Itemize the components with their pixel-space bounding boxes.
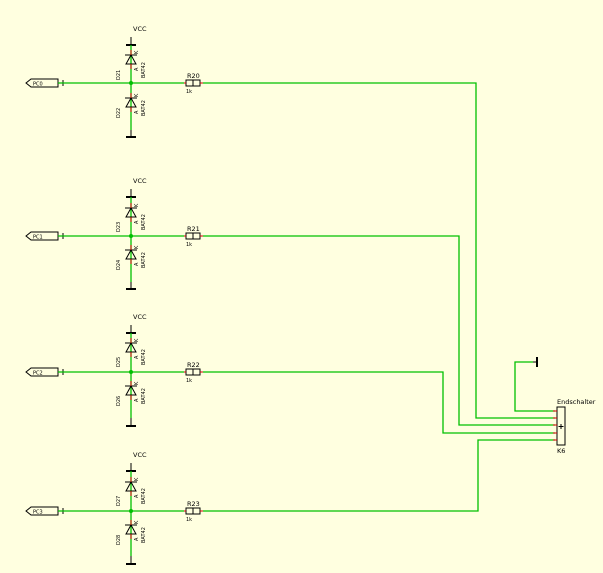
diode-top-type: BAT42 [141,349,147,365]
diode-top-pin-k: K [134,203,140,207]
diode-bottom-type: BAT42 [141,252,147,268]
diode-bottom-ref: D22 [116,108,122,118]
resistor[interactable]: R20 1k [184,72,203,95]
resistor-ref: R22 [187,361,200,369]
port-label: PC1 [33,235,43,241]
diode-bottom[interactable]: D26 BAT42 K A [116,381,147,406]
resistor-ref: R21 [187,225,200,233]
diode-top[interactable]: D23 BAT42 K A [116,203,147,232]
resistor[interactable]: R23 1k [184,500,203,523]
stage-pc3: VCC D27 BAT42 K A D28 BAT42 K A [25,439,555,565]
diode-top[interactable]: D25 BAT42 K A [116,338,147,367]
diode-bottom-pin-a: A [134,537,140,541]
resistor[interactable]: R22 1k [184,361,203,384]
diode-bottom-pin-k: K [134,93,140,97]
stage-pc1: VCC D23 BAT42 K A D24 BAT42 K A [25,177,555,426]
diode-top-pin-a: A [134,355,140,359]
diode-bottom-ref: D26 [116,396,122,406]
diode-bottom-pin-a: A [134,110,140,114]
diode-top-pin-k: K [134,338,140,342]
diode-bottom-pin-a: A [134,262,140,266]
diode-top-type: BAT42 [141,488,147,504]
port-pc3[interactable]: PC3 [25,506,64,516]
port-pc2[interactable]: PC2 [25,367,64,377]
net-to-connector [203,439,555,512]
stage-pc0: VCC D21 BAT42 K A D22 BAT42 K A [25,25,555,419]
diode-top-type: BAT42 [141,62,147,78]
port-pc0[interactable]: PC0 [25,78,64,88]
diode-top-pin-a: A [134,220,140,224]
net-to-connector [203,82,555,419]
resistor-ref: R20 [187,72,200,80]
port-label: PC0 [33,82,43,88]
resistor-value: 1k [186,242,192,248]
diode-top[interactable]: D21 BAT42 K A [116,50,147,80]
diode-top[interactable]: D27 BAT42 K A [116,477,147,506]
port-label: PC2 [33,371,43,377]
diode-bottom-pin-k: K [134,520,140,524]
connector-ref: K6 [557,447,565,455]
diode-top-ref: D25 [116,357,122,367]
diode-bottom-type: BAT42 [141,388,147,404]
resistor[interactable]: R21 1k [184,225,203,248]
diode-bottom-pin-k: K [134,381,140,385]
diode-top-type: BAT42 [141,214,147,230]
diode-bottom[interactable]: D28 BAT42 K A [116,520,147,545]
port-label: PC3 [33,510,43,516]
diode-top-pin-a: A [134,67,140,71]
resistor-value: 1k [186,517,192,523]
vcc-label: VCC [133,451,147,459]
diode-bottom-pin-a: A [134,398,140,402]
resistor-ref: R23 [187,500,200,508]
net-to-connector [203,235,555,426]
resistor-value: 1k [186,378,192,384]
diode-bottom-type: BAT42 [141,100,147,116]
connector-k6[interactable]: Endschalter K6 [514,357,596,455]
resistor-value: 1k [186,89,192,95]
connector-body [556,406,566,446]
vcc-label: VCC [133,25,147,33]
vcc-label: VCC [133,313,147,321]
diode-bottom[interactable]: D24 BAT42 K A [116,245,147,270]
diode-top-pin-k: K [134,477,140,481]
net-to-connector [203,371,555,434]
diode-bottom-ref: D24 [116,260,122,270]
diode-bottom-ref: D28 [116,535,122,545]
diode-top-pin-k: K [134,50,140,54]
diode-bottom-pin-k: K [134,245,140,249]
diode-top-ref: D21 [116,70,122,80]
diode-top-ref: D23 [116,222,122,232]
diode-bottom[interactable]: D22 BAT42 K A [116,93,147,118]
diode-bottom-type: BAT42 [141,527,147,543]
stage-pc2: VCC D25 BAT42 K A D26 BAT42 K A [25,313,555,434]
diode-top-pin-a: A [134,494,140,498]
diode-top-ref: D27 [116,496,122,506]
ground-wire [514,361,555,412]
port-pc1[interactable]: PC1 [25,231,64,241]
connector-name: Endschalter [557,398,596,406]
vcc-label: VCC [133,177,147,185]
